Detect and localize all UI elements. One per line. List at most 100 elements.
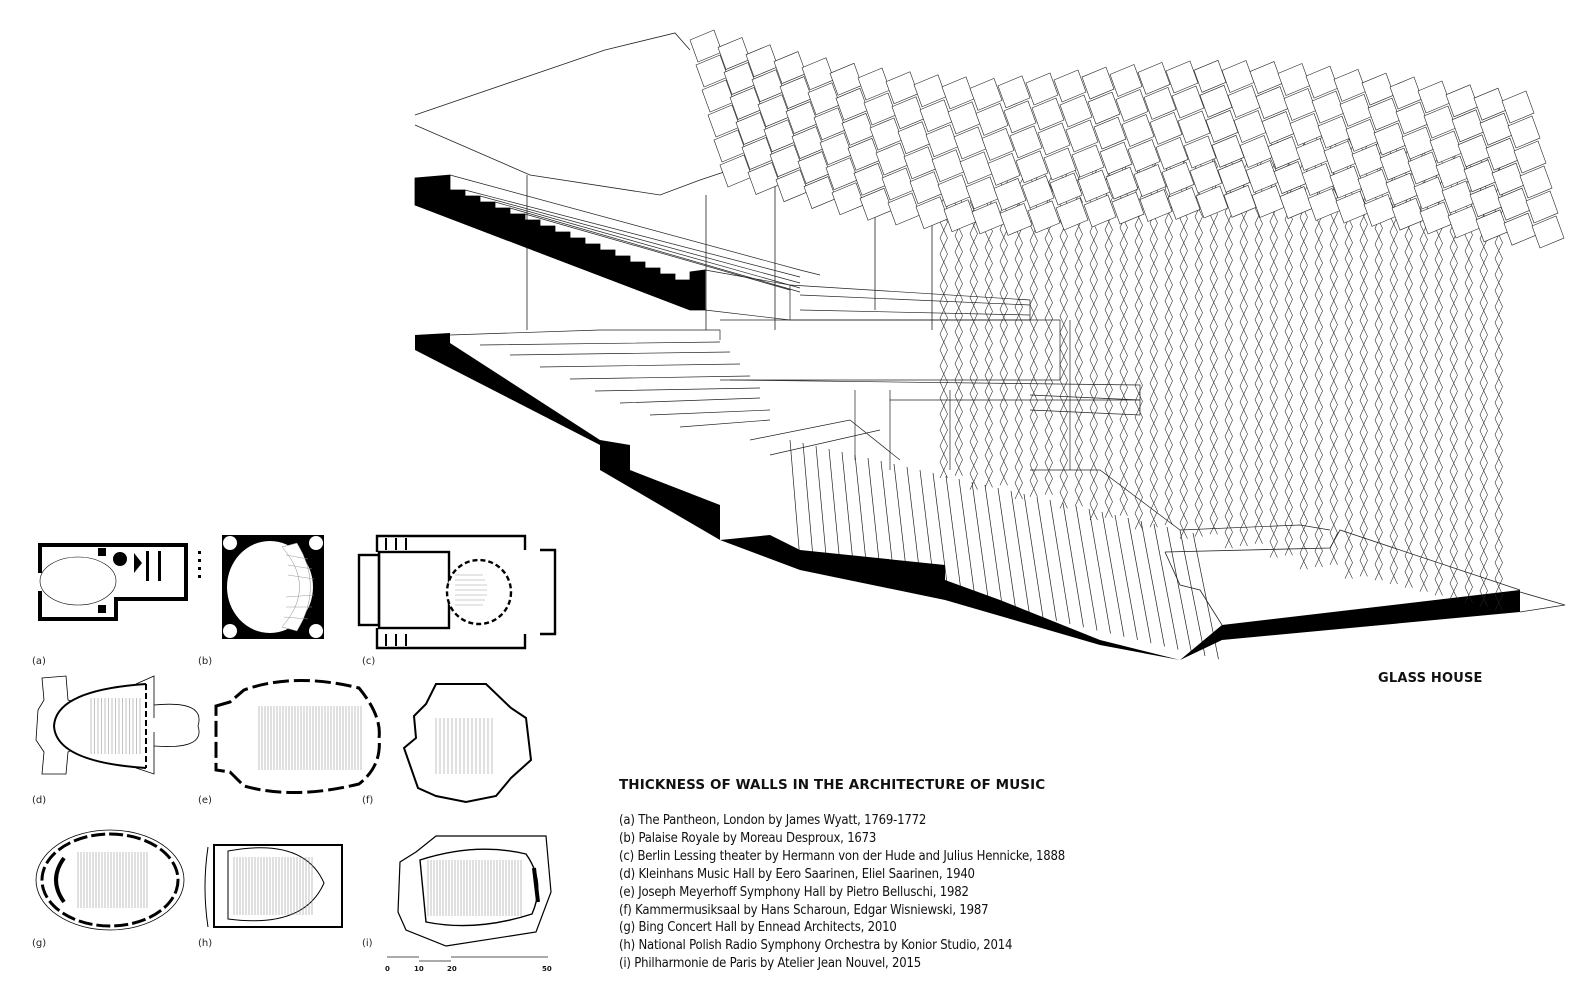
facade-strand <box>954 187 963 476</box>
ceiling-panel <box>1099 141 1133 175</box>
ceiling-panel <box>1021 175 1055 209</box>
ceiling-panel <box>1087 91 1121 125</box>
ceiling-panel <box>1055 197 1089 231</box>
ceiling-panel <box>1031 97 1065 131</box>
ceiling-panel <box>1065 119 1099 153</box>
ceiling-panel <box>1189 160 1223 194</box>
scale-tick-10: 10 <box>414 965 424 973</box>
legend-item-f: (f) Kammermusiksaal by Hans Scharoun, Ed… <box>619 902 989 918</box>
plan-label-i: (i) <box>362 938 373 949</box>
ceiling-panel <box>1027 200 1061 234</box>
seat-riser <box>1023 493 1044 618</box>
ceiling-panel <box>1025 72 1059 106</box>
seat-riser <box>1010 490 1030 615</box>
facade-strand <box>969 185 978 490</box>
seat-riser <box>802 442 814 564</box>
facade-strand <box>1209 150 1218 535</box>
seat-riser <box>1101 511 1125 637</box>
legend-item-a: (a) The Pantheon, London by James Wyatt,… <box>619 813 927 828</box>
ceiling-panel <box>993 177 1027 211</box>
facade-strand <box>1029 176 1038 497</box>
seat-riser <box>1062 502 1084 628</box>
legend-item-g: (g) Bing Concert Hall by Ennead Architec… <box>619 920 897 936</box>
ceiling-panel <box>975 102 1009 136</box>
facade-strand <box>1104 165 1113 518</box>
plan-label-b: (b) <box>198 656 213 667</box>
ceiling-panel <box>1059 94 1093 128</box>
plan-label-h: (h) <box>198 938 213 949</box>
ceiling-panel <box>1053 69 1087 103</box>
legend-title: THICKNESS OF WALLS IN THE ARCHITECTURE O… <box>619 777 1046 793</box>
facade-strand <box>954 187 963 476</box>
legend-list: (a) The Pantheon, London by James Wyatt,… <box>619 812 1065 973</box>
legend-item-e: (e) Joseph Meyerhoff Symphony Hall by Pi… <box>619 884 969 900</box>
facade-strand <box>1044 174 1053 495</box>
ceiling-panel <box>1105 166 1139 200</box>
seat-riser <box>828 448 841 570</box>
facade-strand <box>1494 162 1503 611</box>
ceiling-panel <box>997 75 1031 109</box>
plan-label-g: (g) <box>32 938 47 949</box>
facade-strand <box>1179 154 1188 539</box>
ceiling-panel <box>1077 169 1111 203</box>
ceiling-acoustic-panels <box>689 29 1565 249</box>
ceiling-panel <box>999 202 1033 236</box>
lower-tier-fan-risers <box>789 439 1219 660</box>
ceiling-panel <box>1531 215 1565 249</box>
legend-item-i: (i) Philharmonie de Paris by Atelier Jea… <box>619 956 922 972</box>
ceiling-panel <box>1081 66 1115 100</box>
legend-item-d: (d) Kleinhans Music Hall by Eero Saarine… <box>619 866 975 882</box>
ceiling-panel <box>1049 172 1083 206</box>
ceiling-panel <box>1165 60 1199 94</box>
seat-riser <box>1114 514 1138 641</box>
facade-strand <box>1014 178 1023 500</box>
ceiling-panel <box>1015 150 1049 184</box>
ceiling-panel <box>969 77 1003 111</box>
plan-b-palaise-royale <box>222 535 324 639</box>
seat-riser <box>1127 517 1152 644</box>
plan-a-pantheon <box>38 543 201 621</box>
facade-strand <box>1194 152 1203 537</box>
ceiling-panel <box>1513 140 1547 174</box>
seat-riser <box>1049 499 1071 625</box>
facade-strand <box>1104 165 1113 518</box>
plan-c-lessing-theater <box>357 534 557 650</box>
facade-strand <box>1134 161 1143 530</box>
ceiling-panel <box>1109 64 1143 97</box>
plan-f-kammermusiksaal <box>402 683 533 804</box>
ceiling-panel <box>1155 137 1189 170</box>
plan-label-f: (f) <box>362 795 374 806</box>
facade-strand <box>1194 152 1203 537</box>
ceiling-panel <box>1171 85 1205 119</box>
ceiling-panel <box>1507 115 1541 149</box>
facade-strand <box>1149 159 1158 528</box>
ceiling-panel <box>1037 122 1071 156</box>
scale-bar <box>387 956 548 962</box>
ceiling-panel <box>1003 100 1037 134</box>
upper-balcony <box>414 174 706 311</box>
ceiling-panel <box>1071 144 1105 178</box>
ceiling-panel <box>1083 194 1117 228</box>
ceiling-panel <box>1149 112 1183 145</box>
ceiling-panel <box>987 152 1021 186</box>
ceiling-panel <box>1009 125 1043 159</box>
scale-tick-50: 50 <box>542 965 552 973</box>
ceiling-panel <box>1183 135 1217 169</box>
facade-strand <box>1014 178 1023 500</box>
facade-strand <box>1239 145 1248 547</box>
seat-riser <box>1140 520 1165 647</box>
facade-strand <box>1164 156 1173 526</box>
facade-strand <box>1089 167 1098 521</box>
seat-riser <box>815 445 828 567</box>
seat-riser <box>854 454 868 577</box>
legend-item-b: (b) Palaise Royale by Moreau Desproux, 1… <box>619 830 877 846</box>
plan-g-bing-concert-hall <box>35 829 185 931</box>
seat-riser <box>841 451 855 573</box>
ceiling-panel <box>1167 187 1201 220</box>
scale-tick-20: 20 <box>447 965 457 973</box>
plan-e-meyerhoff <box>214 678 381 795</box>
plan-d-kleinhans <box>35 675 200 775</box>
room-outline <box>414 32 761 196</box>
lower-section-band <box>415 333 1520 660</box>
